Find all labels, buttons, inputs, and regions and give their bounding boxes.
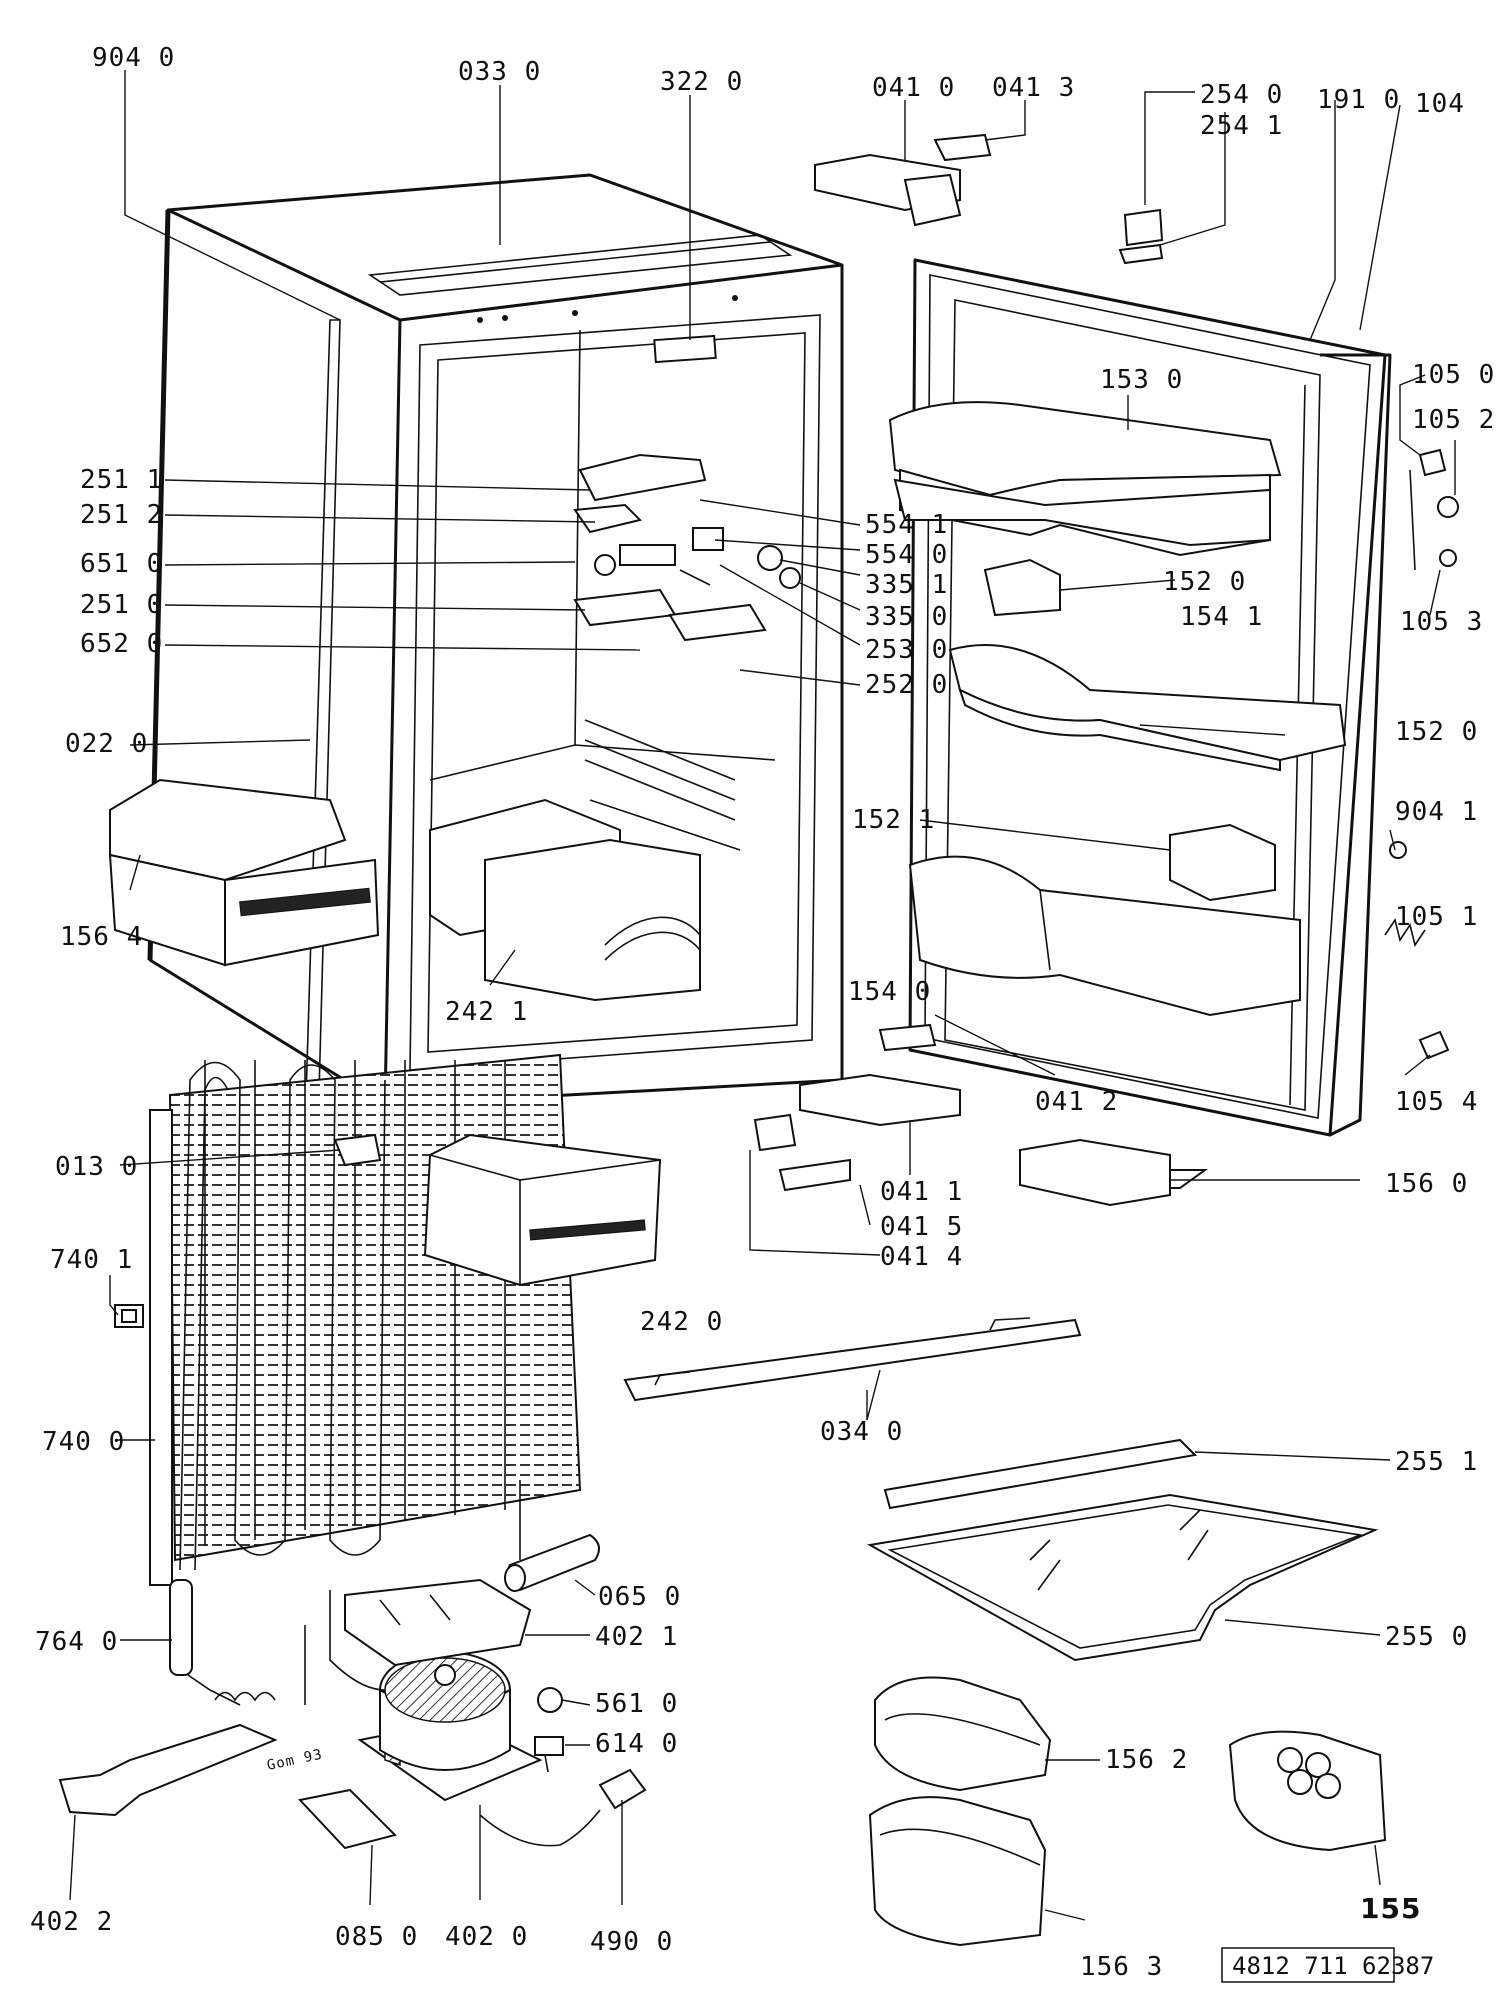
label-065-0: 065 0 [598, 1582, 681, 1612]
label-251-1: 251 1 [80, 465, 163, 495]
label-105-2: 105 2 [1412, 405, 1495, 435]
egg-rack-clip-154-1 [983, 558, 1061, 617]
label-254-0: 254 0 [1200, 80, 1283, 110]
compressor-402-0 [58, 1480, 647, 1850]
label-033-0: 033 0 [458, 57, 541, 87]
reference-number-box: 4812 711 62387 [1221, 1947, 1434, 1983]
label-764-0: 764 0 [35, 1627, 118, 1657]
label-252-0: 252 0 [865, 670, 948, 700]
label-156-3: 156 3 [1080, 1952, 1163, 1982]
bottle-holder-152-1 [1169, 823, 1276, 902]
label-156-0: 156 0 [1385, 1169, 1468, 1199]
label-105-0: 105 0 [1412, 360, 1495, 390]
hinge-041-1 [753, 1023, 961, 1192]
label-105-3: 105 3 [1400, 607, 1483, 637]
label-561-0: 561 0 [595, 1689, 678, 1719]
label-191-0: 191 0 [1317, 85, 1400, 115]
label-022-0: 022 0 [65, 729, 148, 759]
label-554-1: 554 1 [865, 510, 948, 540]
label-904-0: 904 0 [92, 43, 175, 73]
thermostat-assembly [573, 453, 801, 642]
glass-shelf-255-0 [867, 1438, 1379, 1662]
label-335-1: 335 1 [865, 570, 948, 600]
leader-lines [69, 70, 1456, 1921]
label-156-4: 156 4 [60, 922, 143, 952]
label-034-0: 034 0 [820, 1417, 903, 1447]
label-104: 104 [1415, 89, 1465, 119]
crisper-drawer-242-0 [423, 1133, 662, 1287]
label-152-1: 152 1 [852, 805, 935, 835]
label-041-3: 041 3 [992, 73, 1075, 103]
label-041-5: 041 5 [880, 1212, 963, 1242]
label-255-0: 255 0 [1385, 1622, 1468, 1652]
door-stop-parts [1384, 448, 1459, 1060]
label-153-0: 153 0 [1100, 365, 1183, 395]
label-554-0: 554 0 [865, 540, 948, 570]
label-041-1: 041 1 [880, 1177, 963, 1207]
label-904-1: 904 1 [1395, 797, 1478, 827]
tray-156-0 [1019, 1138, 1209, 1207]
label-156-2: 156 2 [1105, 1745, 1188, 1775]
label-614-0: 614 0 [595, 1729, 678, 1759]
reference-number: 4812 711 62387 [1232, 1952, 1434, 1980]
label-322-0: 322 0 [660, 67, 743, 97]
label-041-4: 041 4 [880, 1242, 963, 1272]
label-152-0-middle: 152 0 [1395, 717, 1478, 747]
label-154-0: 154 0 [848, 977, 931, 1007]
label-402-1: 402 1 [595, 1622, 678, 1652]
label-254-1: 254 1 [1200, 111, 1283, 141]
label-740-0: 740 0 [42, 1427, 125, 1457]
label-155: 155 [1360, 1892, 1421, 1925]
label-013-0: 013 0 [55, 1152, 138, 1182]
freezer-compartment-156-4 [108, 778, 380, 967]
label-242-0: 242 0 [640, 1307, 723, 1337]
label-105-4: 105 4 [1395, 1087, 1478, 1117]
label-041-2: 041 2 [1035, 1087, 1118, 1117]
label-335-0: 335 0 [865, 602, 948, 632]
crisper-drawer-242-1 [429, 798, 701, 1002]
label-740-1: 740 1 [50, 1245, 133, 1275]
label-251-0: 251 0 [80, 590, 163, 620]
label-253-0: 253 0 [865, 635, 948, 665]
egg-container-155 [1228, 1730, 1387, 1852]
part-labels: 904 0 033 0 322 0 041 0 041 3 254 0 254 … [30, 43, 1495, 1982]
cabinet-body [147, 173, 844, 1131]
clip-740-1 [114, 1304, 144, 1328]
strip-034-0 [623, 1317, 1082, 1402]
container-156-3 [868, 1796, 1047, 1947]
label-242-1: 242 1 [445, 997, 528, 1027]
label-255-1: 255 1 [1395, 1447, 1478, 1477]
label-251-2: 251 2 [80, 500, 163, 530]
container-156-2 [874, 1676, 1052, 1792]
label-085-0: 085 0 [335, 1922, 418, 1952]
label-041-0: 041 0 [872, 73, 955, 103]
door-shelf-152-0-middle [948, 644, 1347, 772]
label-152-0-upper: 152 0 [1163, 567, 1246, 597]
label-652-0: 652 0 [80, 629, 163, 659]
label-490-0: 490 0 [590, 1927, 673, 1957]
handle-254-0 [1118, 208, 1164, 265]
door-shelf-154-0 [908, 855, 1301, 1017]
label-105-1: 105 1 [1395, 902, 1478, 932]
label-651-0: 651 0 [80, 549, 163, 579]
label-402-0: 402 0 [445, 1922, 528, 1952]
door-shelf-152-0-upper [893, 478, 1271, 547]
label-154-1: 154 1 [1180, 602, 1263, 632]
annotation-gom: Gom 93 [266, 1746, 325, 1773]
hinge-041-0 [814, 133, 992, 227]
label-402-2: 402 2 [30, 1907, 113, 1937]
